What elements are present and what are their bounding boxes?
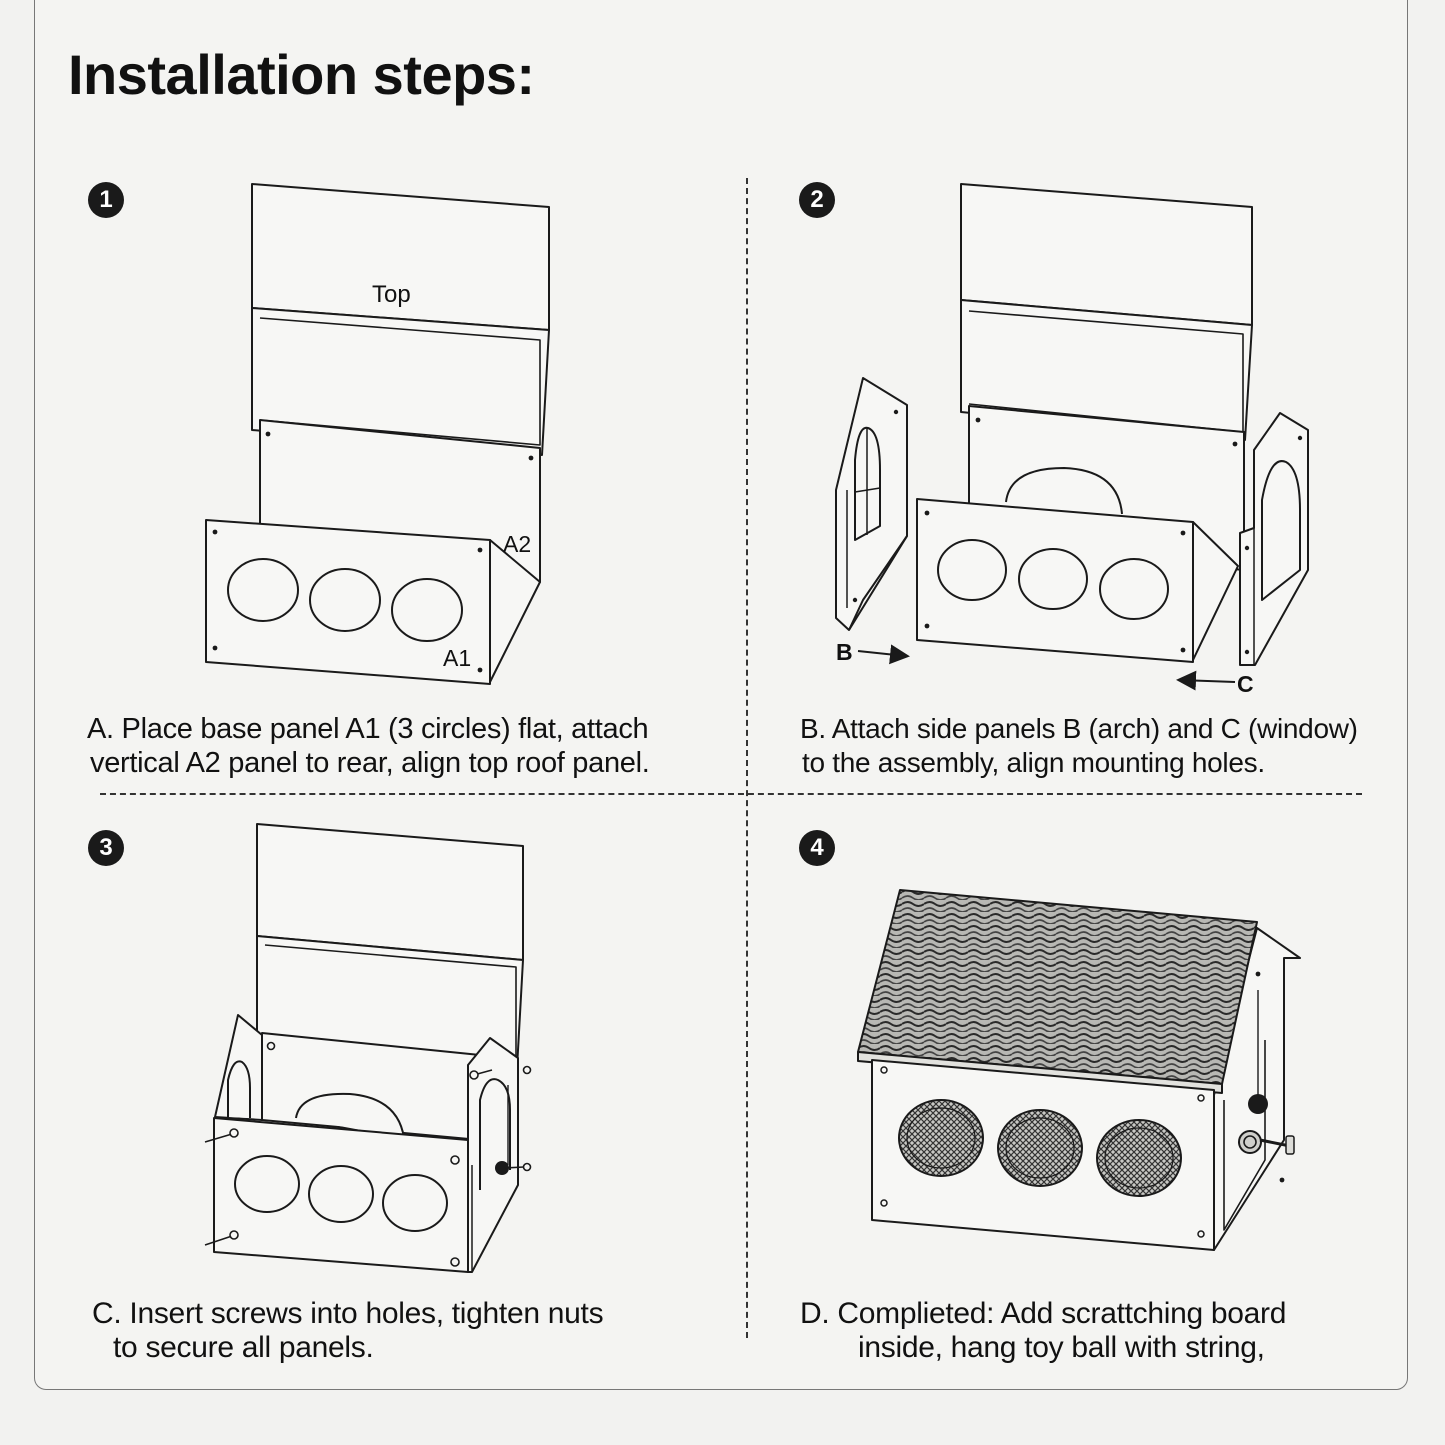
arrow-b [857, 644, 910, 665]
step-3-illustration [204, 823, 532, 1273]
page-title: Installation steps: [68, 43, 535, 106]
step-1-caption-line-2: vertical A2 panel to rear, align top roo… [90, 747, 650, 779]
step-1-roof-frame [251, 307, 550, 456]
label-top: Top [372, 281, 411, 308]
horizontal-divider [100, 793, 1362, 795]
step-4-roof [857, 889, 1258, 1085]
label-c: C [1237, 671, 1254, 697]
step-3-screws [204, 1041, 532, 1267]
arrow-c [1176, 670, 1236, 691]
step-4-caption: D. Complieted: Add scrattching board ins… [800, 1297, 1286, 1365]
step-3-number-badge: 3 [88, 830, 124, 866]
step-1-number-badge: 1 [88, 182, 124, 218]
step-2-number-badge: 2 [799, 182, 835, 218]
step-4-caption-line-1: D. Complieted: Add scrattching board [800, 1297, 1287, 1330]
step-3-caption-line-1: C. Insert screws into holes, tighten nut… [92, 1297, 604, 1330]
step-2-caption-line-2: to the assembly, align mounting holes. [802, 747, 1265, 778]
step-2-caption: B. Attach side panels B (arch) and C (wi… [800, 712, 1358, 780]
vertical-divider [746, 178, 748, 1338]
label-a2: A2 [503, 531, 531, 557]
step-4-hole-2 [997, 1109, 1083, 1187]
step-1-caption-line-1: A. Place base panel A1 (3 circles) flat,… [87, 713, 649, 745]
step-1-caption: A. Place base panel A1 (3 circles) flat,… [87, 712, 650, 780]
step-4-hole-1 [898, 1099, 984, 1177]
step-3-caption: C. Insert screws into holes, tighten nut… [92, 1297, 604, 1365]
step-3-caption-line-2: to secure all panels. [113, 1331, 374, 1364]
step-4-caption-line-2: inside, hang toy ball with string, [858, 1331, 1265, 1364]
step-1-roof-panel [251, 183, 550, 331]
step-1-illustration [205, 183, 550, 685]
step-4-number-badge: 4 [799, 830, 835, 866]
step-2-caption-line-1: B. Attach side panels B (arch) and C (wi… [800, 713, 1358, 744]
step-2-illustration [835, 183, 1309, 666]
label-a1: A1 [443, 645, 471, 671]
step-4-illustration [857, 889, 1301, 1251]
step-4-hole-3 [1096, 1119, 1182, 1197]
label-b: B [836, 639, 853, 665]
